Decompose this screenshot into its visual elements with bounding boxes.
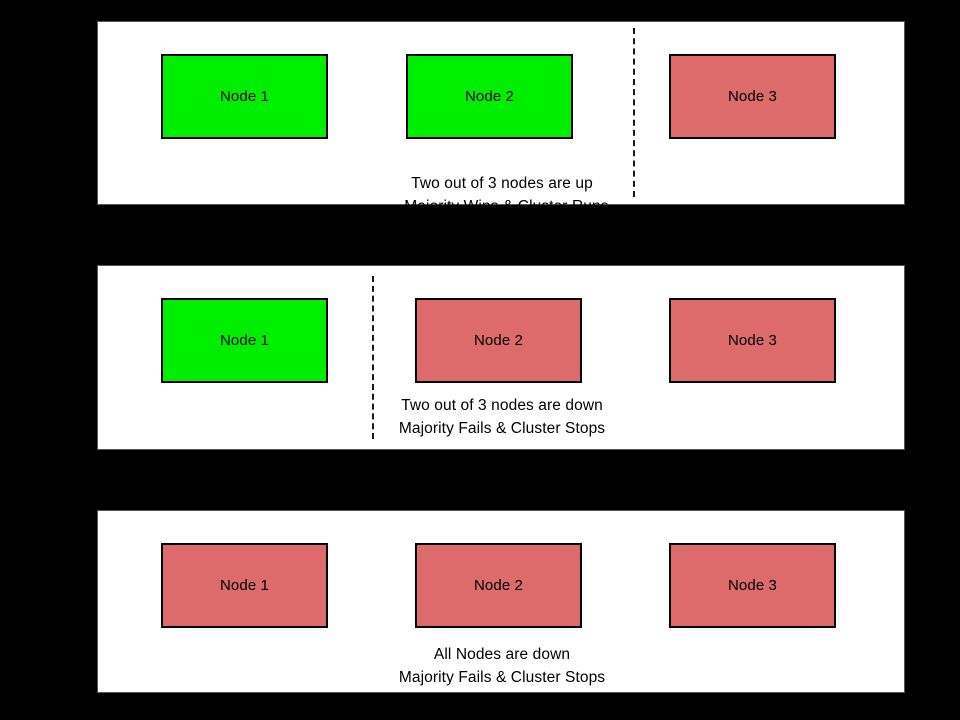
node-box-2: Node 2 bbox=[415, 543, 582, 628]
node-box-1: Node 1 bbox=[161, 54, 328, 139]
node-box-3: Node 3 bbox=[669, 54, 836, 139]
scenario-panel-majority-up: Node 1 Node 2 Node 3 Two out of 3 nodes … bbox=[97, 21, 905, 215]
node-label: Node 2 bbox=[474, 577, 523, 594]
node-box-2: Node 2 bbox=[415, 298, 582, 383]
scenario-panel-majority-down: Node 1 Node 2 Node 3 Two out of 3 nodes … bbox=[97, 265, 905, 450]
caption-line: Two out of 3 nodes are up bbox=[411, 175, 593, 192]
node-label: Node 2 bbox=[474, 332, 523, 349]
node-label: Node 3 bbox=[728, 577, 777, 594]
caption-line: , Majority Wins & Cluster Runs bbox=[395, 198, 609, 215]
scenario-caption: Two out of 3 nodes are up , Majority Win… bbox=[98, 172, 906, 218]
node-label: Node 2 bbox=[465, 88, 514, 105]
scenario-caption: All Nodes are down Majority Fails & Clus… bbox=[98, 643, 906, 689]
node-box-3: Node 3 bbox=[669, 298, 836, 383]
node-label: Node 1 bbox=[220, 332, 269, 349]
quorum-divider-line bbox=[372, 276, 374, 439]
node-label: Node 3 bbox=[728, 88, 777, 105]
node-box-3: Node 3 bbox=[669, 543, 836, 628]
node-label: Node 3 bbox=[728, 332, 777, 349]
node-label: Node 1 bbox=[220, 577, 269, 594]
node-label: Node 1 bbox=[220, 88, 269, 105]
caption-line: All Nodes are down bbox=[433, 646, 571, 663]
scenario-panel-all-down: Node 1 Node 2 Node 3 All Nodes are down … bbox=[97, 510, 905, 693]
node-box-1: Node 1 bbox=[161, 543, 328, 628]
caption-line: Majority Fails & Cluster Stops bbox=[398, 420, 606, 437]
node-box-2: Node 2 bbox=[406, 54, 573, 139]
node-box-1: Node 1 bbox=[161, 298, 328, 383]
caption-line: Two out of 3 nodes are down bbox=[401, 397, 603, 414]
quorum-divider-line bbox=[633, 28, 635, 197]
caption-line: Majority Fails & Cluster Stops bbox=[398, 669, 606, 686]
scenario-caption: Two out of 3 nodes are down Majority Fai… bbox=[98, 394, 906, 440]
